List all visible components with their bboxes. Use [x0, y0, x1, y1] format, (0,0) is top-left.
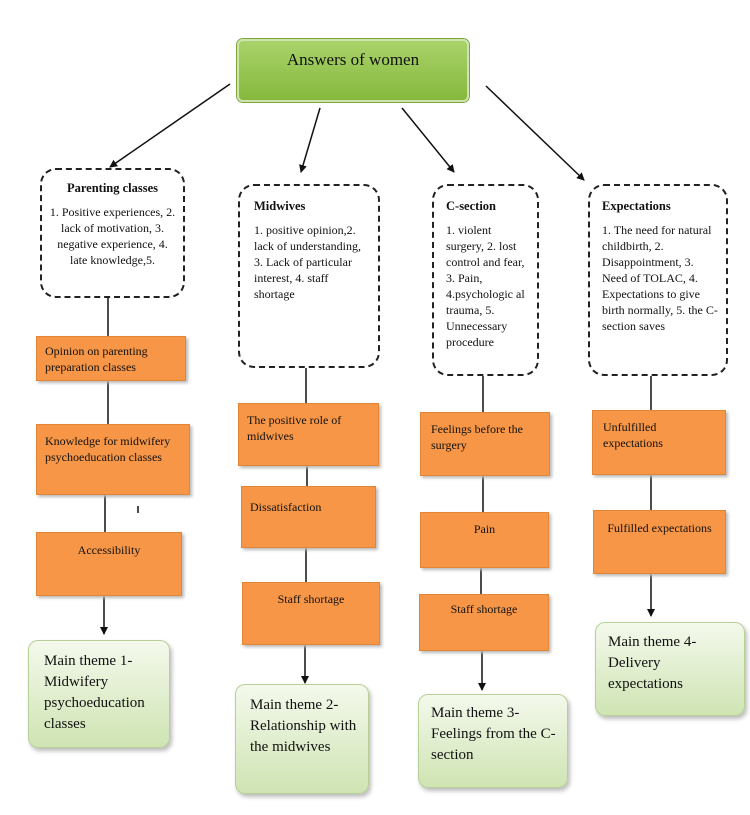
- code-label: Pain: [473, 522, 496, 536]
- code-box: Dissatisfaction: [241, 486, 376, 548]
- code-box: Accessibility: [36, 532, 182, 596]
- code-label: The positive role of midwives: [247, 413, 342, 443]
- category-description: 1. violent surgery, 2. lost control and …: [446, 223, 525, 349]
- code-label: Knowledge for midwifery psychoeducation …: [45, 434, 171, 464]
- category-box-c-section: C-section 1. violent surgery, 2. lost co…: [432, 184, 539, 376]
- main-theme-box: Main theme 4- Delivery expectations: [595, 622, 745, 716]
- code-label: Fulfilled expectations: [607, 521, 712, 535]
- code-box: Knowledge for midwifery psychoeducation …: [36, 424, 190, 495]
- main-theme-label: Main theme 1- Midwifery psychoeducation …: [44, 653, 145, 732]
- root-arrow-3: [401, 107, 455, 173]
- code-box: Staff shortage: [242, 582, 380, 645]
- main-theme-label: Main theme 2- Relationship with the midw…: [250, 697, 357, 755]
- code-box: Feelings before the surgery: [420, 412, 550, 476]
- main-theme-box: Main theme 1- Midwifery psychoeducation …: [28, 640, 170, 748]
- code-label: Dissatisfaction: [250, 500, 322, 514]
- code-box: Staff shortage: [419, 594, 549, 651]
- code-label: Accessibility: [77, 543, 141, 557]
- root-node: Answers of women: [237, 39, 469, 102]
- category-title: Parenting classes: [66, 181, 159, 195]
- main-theme-box: Main theme 2- Relationship with the midw…: [235, 684, 369, 794]
- category-box-expectations: Expectations 1. The need for natural chi…: [588, 184, 728, 376]
- root-label: Answers of women: [286, 50, 420, 69]
- root-arrow-2: [299, 107, 321, 173]
- category-description: 1. positive opinion,2. lack of understan…: [254, 223, 361, 301]
- category-title: C-section: [446, 199, 496, 213]
- category-description: 1. The need for natural childbirth, 2. D…: [602, 223, 718, 333]
- category-box-midwives: Midwives 1. positive opinion,2. lack of …: [238, 184, 380, 368]
- code-box: Opinion on parenting preparation classes: [36, 336, 186, 381]
- code-label: Staff shortage: [277, 592, 345, 606]
- code-label: Opinion on parenting preparation classes: [45, 344, 148, 374]
- code-box: The positive role of midwives: [238, 403, 379, 466]
- code-label: Unfulfilled expectations: [603, 420, 663, 450]
- code-label: Feelings before the surgery: [431, 422, 523, 452]
- code-label: Staff shortage: [450, 602, 518, 616]
- code-box: Pain: [420, 512, 549, 568]
- root-arrow-4: [485, 85, 585, 181]
- main-theme-box: Main theme 3- Feelings from the C-sectio…: [418, 694, 568, 788]
- main-theme-label: Main theme 4- Delivery expectations: [608, 634, 697, 692]
- category-title: Midwives: [254, 199, 306, 213]
- category-description: 1. Positive experiences, 2. lack of moti…: [49, 205, 176, 267]
- category-title: Expectations: [602, 199, 671, 213]
- category-box-parenting-classes: Parenting classes 1. Positive experience…: [40, 168, 185, 298]
- code-box: Fulfilled expectations: [593, 510, 726, 574]
- root-arrow-1: [109, 83, 231, 168]
- code-box: Unfulfilled expectations: [592, 410, 726, 475]
- main-theme-label: Main theme 3- Feelings from the C-sectio…: [431, 705, 556, 763]
